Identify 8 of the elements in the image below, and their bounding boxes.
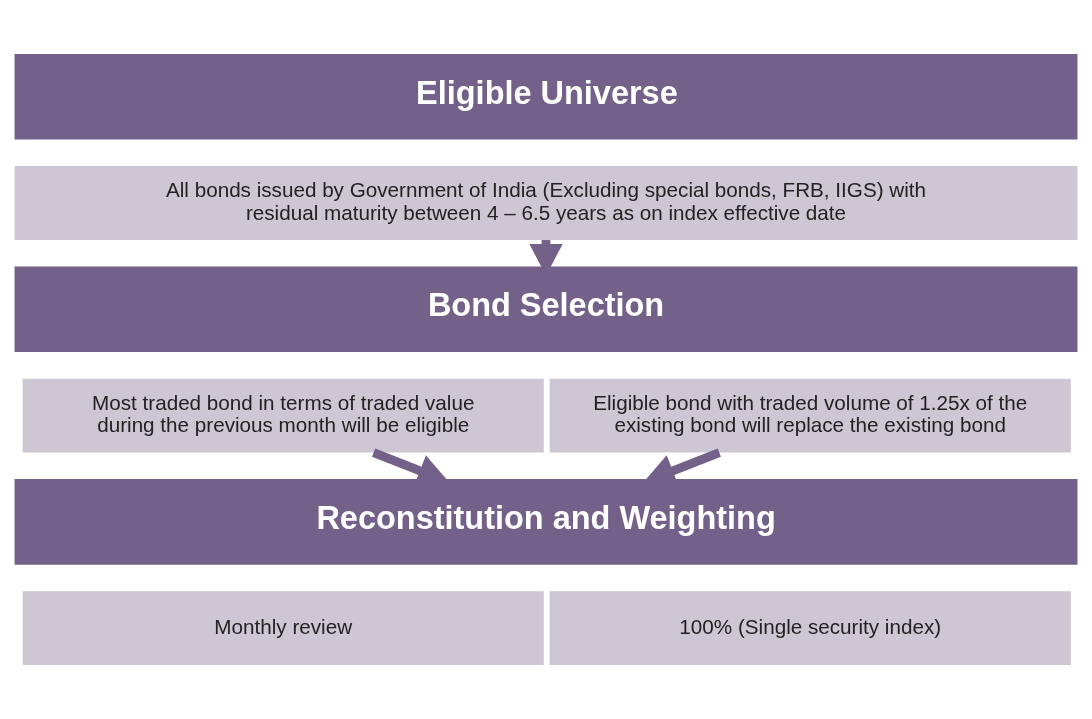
node-box: All bonds issued by Government of India (Excluding special bonds, FRB, IIGS) with residual maturity between 4 – 6.5 years as on index effective date	[14, 166, 1078, 240]
node-box: Monthly review	[22, 591, 544, 666]
node-box: Bond Selection	[14, 266, 1078, 353]
node-box: Reconstitution and Weighting	[14, 479, 1078, 565]
node-box: 100% (Single security index)	[549, 591, 1071, 666]
node-box: Most traded bond in terms of traded value during the previous month will be eligible	[22, 378, 544, 453]
node-box: Eligible bond with traded volume of 1.25x of the existing bond will replace the existing bond	[549, 378, 1071, 453]
node-box: Eligible Universe	[14, 53, 1078, 140]
